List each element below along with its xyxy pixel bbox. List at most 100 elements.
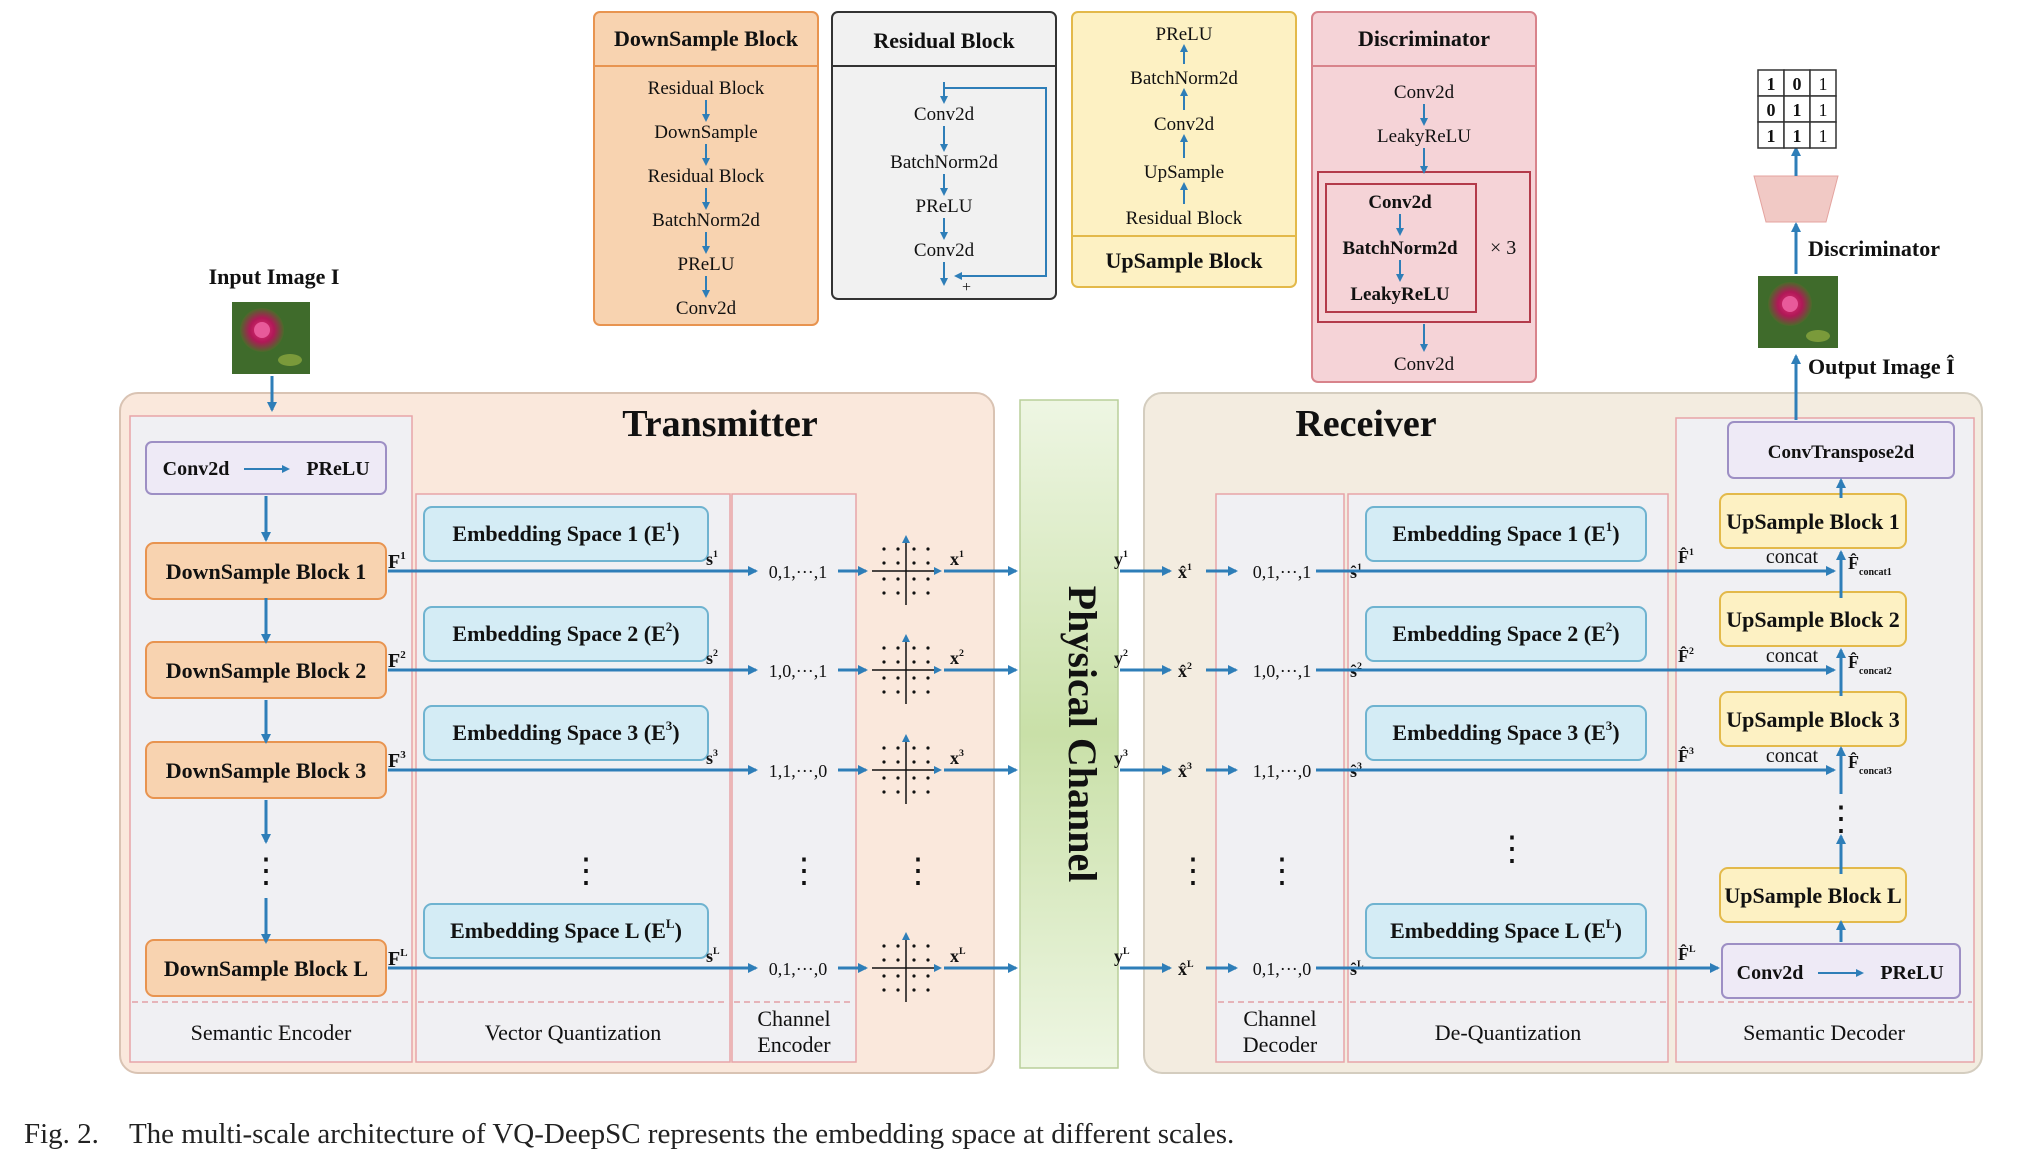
receiver-title: Receiver <box>1295 403 1436 445</box>
disc-loop-item: LeakyReLU <box>1350 284 1450 305</box>
fconcat-label: F̂concat1 <box>1848 553 1892 578</box>
downsample-block-label: DownSample Block 1 <box>166 559 366 584</box>
input-image-thumbnail <box>232 302 310 374</box>
rx-bits-ellipsis: ⋮ <box>1265 853 1299 890</box>
rx-embedding-space-label: Embedding Space 2 (E2) <box>1392 619 1619 646</box>
rx-embedding-space-label: Embedding Space 1 (E1) <box>1392 519 1619 546</box>
embedding-space: Embedding Space 1 (E1) <box>423 506 709 562</box>
downsample-block: DownSample Block 1 <box>145 542 387 600</box>
matrix-cell: 1 <box>1819 100 1828 120</box>
s-label: s3 <box>706 748 718 768</box>
residual-block-title: Residual Block <box>873 28 1015 53</box>
skip-connection-arrow <box>944 87 1047 280</box>
downsample-block-label: DownSample Block 2 <box>166 658 366 683</box>
rx-bit-string: 1,1,···,0 <box>1253 761 1311 781</box>
input-image-label: Input Image I <box>209 264 340 289</box>
discriminator-path-label: Discriminator <box>1808 236 1940 261</box>
s-label: s2 <box>706 648 718 668</box>
last-layer-prelu: PReLU <box>1880 962 1943 984</box>
convtranspose-box: ConvTranspose2d <box>1727 421 1955 479</box>
embedding-space-label: Embedding Space 1 (E1) <box>452 519 679 546</box>
upsample-block-label: UpSample Block L <box>1724 883 1901 908</box>
s-label: s1 <box>706 549 718 569</box>
downsample-def-item: Conv2d <box>676 298 737 319</box>
channel-decoder-label-2: Decoder <box>1243 1032 1318 1057</box>
downsample-block-definition: DownSample Block Residual BlockDownSampl… <box>593 11 819 326</box>
embedding-space-label: Embedding Space 2 (E2) <box>452 619 679 646</box>
upsample-block: UpSample Block 3 <box>1719 691 1907 747</box>
first-layer-box: Conv2d PReLU <box>145 441 387 495</box>
upsample-def-item: PReLU <box>1156 24 1213 45</box>
downsample-block: DownSample Block 2 <box>145 641 387 699</box>
vq-ellipsis: ⋮ <box>569 853 603 890</box>
output-image-label: Output Image Î <box>1808 354 1955 379</box>
residual-def-item: BatchNorm2d <box>890 152 998 173</box>
rx-bit-string: 1,0,···,1 <box>1253 661 1311 681</box>
bits-ellipsis: ⋮ <box>787 853 821 890</box>
downsample-block-label: DownSample Block L <box>164 956 368 981</box>
figure-caption: Fig. 2. The multi-scale architecture of V… <box>24 1118 1234 1151</box>
disc-def-item: Conv2d <box>1394 82 1455 103</box>
channel-encoder-label-2: Encoder <box>757 1032 831 1057</box>
upsample-block: UpSample Block L <box>1719 867 1907 923</box>
first-layer-conv2d: Conv2d <box>163 458 230 480</box>
caption-text: The multi-scale architecture of VQ-DeepS… <box>128 1118 1235 1150</box>
physical-channel-label: Physical Channel <box>1060 586 1105 883</box>
upsample-block-definition: UpSample Block PReLUBatchNorm2dConv2dUpS… <box>1071 11 1297 288</box>
physical-channel: Physical Channel <box>1019 399 1119 1069</box>
rx-bit-string: 0,1,···,1 <box>1253 562 1311 582</box>
y-label: yL <box>1114 946 1130 966</box>
caption-figure-number: Fig. 2. <box>24 1118 99 1150</box>
upsample-def-item: UpSample <box>1144 162 1224 183</box>
downsample-def-item: Residual Block <box>648 166 765 187</box>
concat-label: concat <box>1766 645 1819 667</box>
repeat-label: × 3 <box>1490 237 1516 259</box>
matrix-cell: 1 <box>1767 126 1776 146</box>
matrix-cell: 1 <box>1767 74 1776 94</box>
upsample-block: UpSample Block 2 <box>1719 591 1907 647</box>
disc-loop-item: Conv2d <box>1368 192 1432 213</box>
rx-embedding-space-label: Embedding Space L (EL) <box>1390 916 1622 943</box>
downsample-block: DownSample Block L <box>145 939 387 997</box>
x-label: x2 <box>950 648 964 668</box>
feature-label: F2 <box>388 649 406 672</box>
xhat-label: x̂3 <box>1178 761 1192 781</box>
upsample-def-item: Conv2d <box>1154 114 1215 135</box>
constellation-ellipsis: ⋮ <box>901 853 935 890</box>
downsample-def-item: PReLU <box>678 254 735 275</box>
x-label: xL <box>950 946 966 966</box>
upsample-block-label: UpSample Block 1 <box>1726 509 1900 534</box>
embedding-space: Embedding Space 2 (E2) <box>423 606 709 662</box>
embedding-space-label: Embedding Space L (EL) <box>450 916 682 943</box>
x-label: x1 <box>950 549 964 569</box>
transmitter-panel: Transmitter Semantic Encoder Vector Quan… <box>119 264 1018 1074</box>
bit-string: 0,1,···,1 <box>769 562 827 582</box>
disc-loop-item: BatchNorm2d <box>1342 238 1457 259</box>
last-layer-box: Conv2d PReLU <box>1721 943 1961 999</box>
downsample-block-label: DownSample Block 3 <box>166 758 366 783</box>
feature-label: F1 <box>388 550 406 573</box>
downsample-def-item: DownSample <box>654 122 757 143</box>
rx-embedding-space: Embedding Space 2 (E2) <box>1365 606 1647 662</box>
constellation-icon <box>872 634 942 704</box>
disc-def-item: Conv2d <box>1394 354 1455 375</box>
x-label: x3 <box>950 748 964 768</box>
dequantization-region <box>1347 493 1669 1063</box>
concat-label: concat <box>1766 546 1819 568</box>
rx-embedding-space: Embedding Space 3 (E3) <box>1365 705 1647 761</box>
downsample-block: DownSample Block 3 <box>145 741 387 799</box>
downsample-def-item: Residual Block <box>648 78 765 99</box>
channel-encoder-label-1: Channel <box>757 1006 830 1031</box>
upsample-def-item: Residual Block <box>1126 208 1243 229</box>
matrix-cell: 1 <box>1793 126 1802 146</box>
concat-label: concat <box>1766 745 1819 767</box>
disc-def-item: LeakyReLU <box>1377 126 1471 147</box>
rx-embedding-space: Embedding Space 1 (E1) <box>1365 506 1647 562</box>
residual-def-item: Conv2d <box>914 104 975 125</box>
fconcat-label: F̂concat2 <box>1848 652 1892 677</box>
bit-string: 1,0,···,1 <box>769 661 827 681</box>
rx-embedding-ellipsis: ⋮ <box>1495 831 1529 868</box>
fhat-label: F̂3 <box>1678 746 1694 766</box>
xhat-label: x̂L <box>1178 959 1194 979</box>
